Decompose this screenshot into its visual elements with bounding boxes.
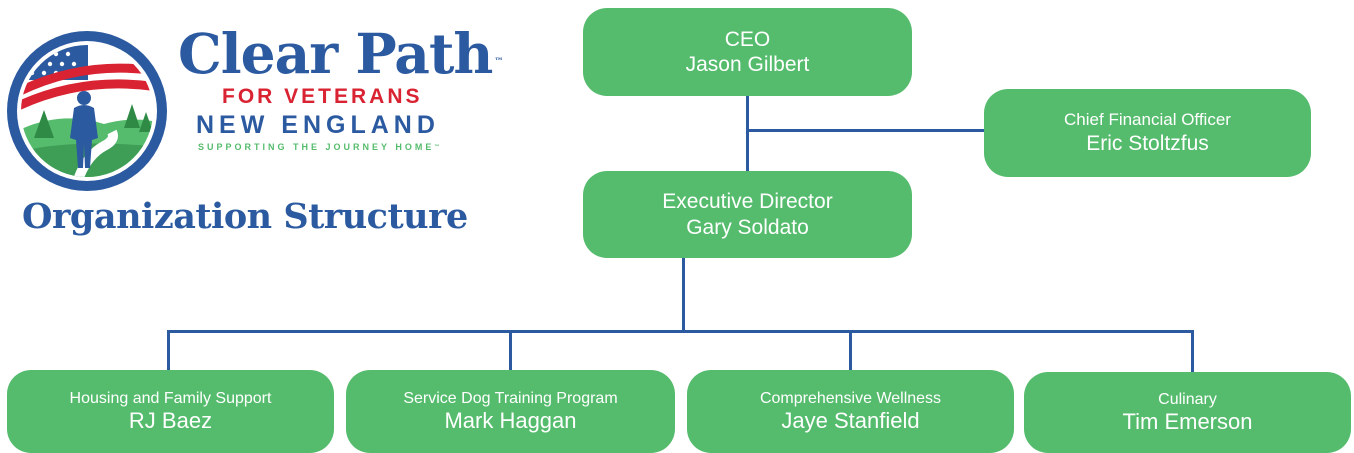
person-name: Jason Gilbert	[685, 53, 810, 76]
connector-dept-2	[509, 330, 512, 372]
person-name: Eric Stoltzfus	[1086, 131, 1209, 155]
connector-departments-bus	[167, 330, 1194, 333]
clear-path-logo	[7, 31, 167, 191]
org-box-comprehensive-wellness: Comprehensive Wellness Jaye Stanfield	[687, 370, 1014, 453]
org-box-culinary: Culinary Tim Emerson	[1024, 372, 1351, 453]
brand-subtitle: FOR VETERANS	[222, 85, 423, 108]
connector-dept-1	[167, 330, 170, 372]
brand-region: NEW ENGLAND	[196, 111, 440, 139]
brand-tagline: SUPPORTING THE JOURNEY HOME™	[198, 142, 443, 152]
role-title: Service Dog Training Program	[403, 389, 618, 407]
role-title: Chief Financial Officer	[1064, 110, 1231, 130]
org-box-ceo: CEO Jason Gilbert	[583, 8, 912, 96]
page-title: Organization Structure	[22, 196, 468, 237]
org-box-executive-director: Executive Director Gary Soldato	[583, 171, 912, 258]
org-box-housing-family-support: Housing and Family Support RJ Baez	[7, 370, 334, 453]
org-box-service-dog-training: Service Dog Training Program Mark Haggan	[346, 370, 675, 453]
connector-to-cfo	[746, 129, 986, 132]
connector-director-down	[682, 258, 685, 331]
connector-ceo-to-director	[746, 96, 749, 171]
person-name: Jaye Stanfield	[781, 407, 920, 433]
connector-dept-4	[1191, 330, 1194, 372]
role-title: Executive Director	[662, 190, 833, 214]
role-title: Culinary	[1158, 390, 1217, 408]
role-title: Housing and Family Support	[69, 389, 272, 407]
person-name: Gary Soldato	[686, 215, 809, 239]
org-box-cfo: Chief Financial Officer Eric Stoltzfus	[984, 89, 1311, 177]
connector-dept-3	[849, 330, 852, 372]
person-name: RJ Baez	[128, 407, 213, 433]
role-title: CEO	[724, 27, 771, 51]
person-name: Mark Haggan	[444, 407, 577, 433]
person-name: Tim Emerson	[1122, 408, 1253, 434]
role-title: Comprehensive Wellness	[759, 389, 942, 407]
